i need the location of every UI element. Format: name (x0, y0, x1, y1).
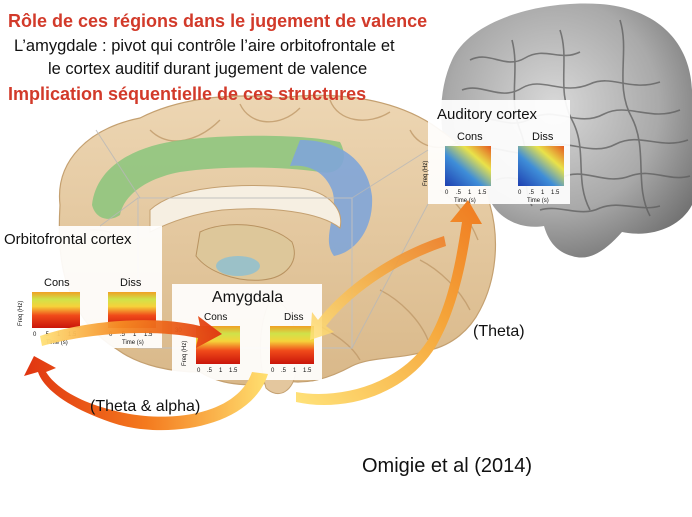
auditory-xlabel-b: Time (s) (527, 198, 549, 204)
amygdala-tick-3: 1.5 (229, 368, 238, 374)
ofc-xlabel: Time (s) (46, 340, 68, 346)
auditory-tick-2b: 1 (541, 190, 545, 196)
auditory-cons-spectrogram (445, 146, 491, 186)
amygdala-cons-label: Cons (204, 312, 227, 323)
amygdala-diss-label: Diss (284, 312, 303, 323)
amygdala-tick-0: 0 (197, 368, 201, 374)
slide-subtitle: Implication séquentielle de ces structur… (8, 84, 367, 104)
amygdala-tick-0b: 0 (271, 368, 275, 374)
arrow-amygdala-to-ofc (24, 356, 268, 431)
arrow-amygdala-to-auditory (296, 200, 482, 406)
ofc-tick-1b: .5 (120, 332, 126, 338)
arrow-ofc-to-amygdala (40, 316, 222, 348)
ofc-tick-0b: 0 (109, 332, 113, 338)
auditory-tick-0: 0 (445, 190, 449, 196)
amygdala-tick-1: .5 (207, 368, 213, 374)
ofc-xlabel-b: Time (s) (122, 340, 144, 346)
ofc-diss-label: Diss (120, 277, 142, 289)
orbitofrontal-cortex-label: Orbitofrontal cortex (4, 231, 132, 248)
amygdala-tick-2b: 1 (293, 368, 297, 374)
auditory-tick-3b: 1.5 (551, 190, 560, 196)
auditory-cons-label: Cons (457, 131, 483, 143)
citation: Omigie et al (2014) (362, 455, 533, 477)
auditory-tick-1: .5 (456, 190, 462, 196)
amygdala-diss-spectrogram (270, 326, 314, 364)
amygdala-tick-3b: 1.5 (303, 368, 312, 374)
slide-title: Rôle de ces régions dans le jugement de … (8, 11, 428, 31)
auditory-xlabel: Time (s) (454, 198, 476, 204)
auditory-cortex-label: Auditory cortex (437, 106, 538, 123)
ofc-tick-3b: 1.5 (144, 332, 153, 338)
auditory-diss-label: Diss (532, 131, 554, 143)
amygdala-ylabel: Freq (Hz) (182, 341, 188, 366)
ofc-cons-spectrogram (32, 292, 80, 328)
amygdala-tick-2: 1 (219, 368, 223, 374)
theta-label: (Theta) (473, 323, 525, 340)
ofc-tick-0: 0 (33, 332, 37, 338)
ofc-cons-label: Cons (44, 277, 70, 289)
body-line-1: L’amygdale : pivot qui contrôle l’aire o… (14, 37, 395, 55)
auditory-cortex-panel: Cons Diss Freq (Hz) 0 .5 1 1.5 0 .5 1 1.… (423, 100, 570, 204)
auditory-tick-3: 1.5 (478, 190, 487, 196)
ofc-tick-2b: 1 (133, 332, 137, 338)
auditory-ylabel: Freq (Hz) (423, 161, 429, 186)
theta-alpha-label: (Theta & alpha) (90, 398, 201, 415)
connector-lines (95, 129, 429, 349)
auditory-tick-1b: .5 (529, 190, 535, 196)
auditory-diss-spectrogram (518, 146, 564, 186)
auditory-tick-0b: 0 (518, 190, 522, 196)
ofc-ylabel: Freq (Hz) (18, 301, 24, 326)
body-line-2: le cortex auditif durant jugement de val… (48, 60, 368, 78)
auditory-tick-2: 1 (468, 190, 472, 196)
amygdala-label: Amygdala (212, 289, 284, 306)
amygdala-tick-1b: .5 (281, 368, 287, 374)
arrow-auditory-to-amygdala (310, 236, 446, 340)
